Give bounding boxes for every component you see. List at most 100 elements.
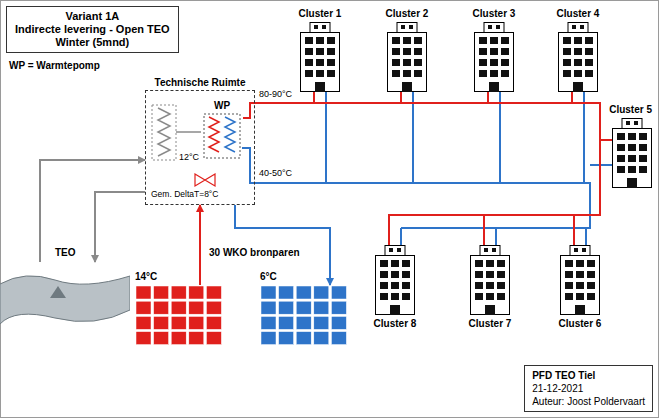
well — [136, 332, 151, 345]
window — [585, 37, 593, 44]
door — [573, 82, 583, 92]
title-box-label: Variant 1A — [15, 10, 170, 23]
window — [327, 48, 335, 55]
building-cluster: Cluster 1 — [300, 22, 340, 92]
window — [403, 37, 411, 44]
window — [402, 293, 410, 300]
cold-well-field-shape — [260, 285, 348, 347]
window — [490, 37, 498, 44]
window — [327, 70, 335, 77]
window — [626, 121, 630, 125]
technical-room: Technische RuimteWP — [145, 90, 255, 205]
window — [587, 271, 595, 278]
window — [580, 25, 584, 29]
window — [572, 25, 576, 29]
abbreviation-note: WP = Warmtepomp — [8, 60, 101, 71]
window — [314, 25, 318, 29]
window — [479, 37, 487, 44]
window — [401, 25, 405, 29]
building-cluster-label: Cluster 7 — [469, 318, 512, 330]
building-cluster-shape — [470, 245, 510, 315]
window — [402, 260, 410, 267]
well-count-label: 30 WKO bronparen — [208, 247, 301, 258]
window — [501, 70, 509, 77]
window — [563, 37, 571, 44]
window — [403, 48, 411, 55]
facade — [376, 256, 415, 315]
well — [296, 332, 311, 345]
roof — [570, 246, 590, 256]
window — [565, 271, 573, 278]
window — [305, 59, 313, 66]
well — [314, 286, 329, 299]
window — [497, 260, 505, 267]
well — [154, 332, 169, 345]
facade — [475, 33, 514, 92]
technical-room-label: Technische Ruimte — [155, 77, 246, 89]
building-cluster-shape — [612, 118, 652, 188]
well — [171, 332, 186, 345]
building-cluster-label: Cluster 3 — [473, 8, 516, 20]
cold-well-field-label: 6°C — [260, 271, 277, 283]
window — [414, 59, 422, 66]
window — [492, 248, 496, 252]
window — [574, 59, 582, 66]
window — [563, 70, 571, 77]
warm-well-field: 14°C — [135, 285, 225, 347]
window — [414, 37, 422, 44]
return-lines — [242, 92, 612, 245]
roof — [385, 246, 405, 256]
well — [206, 286, 221, 299]
roof — [484, 23, 504, 33]
window — [587, 260, 595, 267]
window — [389, 248, 393, 252]
hx-hot — [209, 117, 219, 152]
window — [479, 59, 487, 66]
building-cluster-shape — [558, 22, 598, 92]
well — [261, 286, 276, 299]
window — [488, 25, 492, 29]
building-cluster-label: Cluster 4 — [557, 8, 600, 20]
building-cluster-shape — [474, 22, 514, 92]
door — [390, 305, 400, 315]
window — [617, 155, 625, 162]
building-cluster: Cluster 2 — [387, 22, 427, 92]
window — [574, 70, 582, 77]
river-shape — [0, 262, 130, 330]
pipe-connector — [95, 192, 145, 262]
window — [565, 260, 573, 267]
heat-pump-label: WP — [201, 100, 243, 112]
door — [489, 82, 499, 92]
building-cluster-shape — [300, 22, 340, 92]
window — [380, 260, 388, 267]
window — [574, 37, 582, 44]
building-cluster: Cluster 6 — [560, 245, 600, 315]
pipe-connector — [199, 205, 201, 285]
well — [136, 301, 151, 314]
window — [628, 166, 636, 173]
window — [392, 70, 400, 77]
well — [171, 316, 186, 329]
building-cluster: Cluster 7 — [470, 245, 510, 315]
title-box-label: Indirecte levering - Open TEO — [15, 23, 170, 36]
well — [261, 301, 276, 314]
delta-t-label: Gem. DeltaT=8°C — [150, 189, 219, 200]
window — [414, 70, 422, 77]
window — [486, 282, 494, 289]
window — [322, 25, 326, 29]
window — [316, 59, 324, 66]
window — [391, 271, 399, 278]
window — [639, 155, 647, 162]
well — [189, 301, 204, 314]
window — [501, 37, 509, 44]
well — [171, 301, 186, 314]
window — [402, 271, 410, 278]
window — [305, 48, 313, 55]
window — [565, 293, 573, 300]
window — [585, 59, 593, 66]
window — [392, 37, 400, 44]
window — [392, 59, 400, 66]
well — [296, 316, 311, 329]
well — [331, 286, 346, 299]
